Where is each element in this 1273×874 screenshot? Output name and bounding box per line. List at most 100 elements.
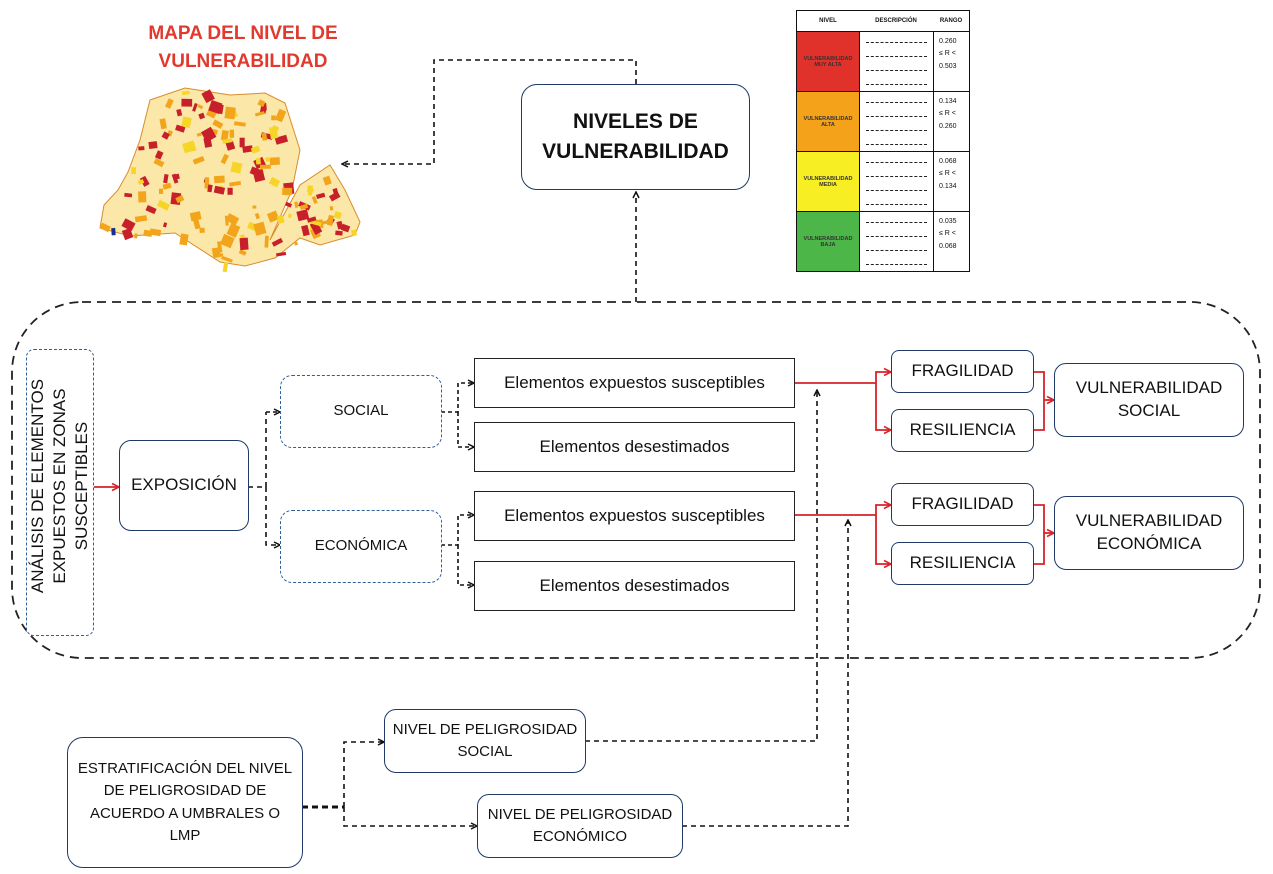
map-block: [162, 222, 168, 228]
analysis-label-line2: EXPUESTOS EN ZONAS: [49, 388, 69, 584]
map-block: [260, 164, 271, 169]
map-block: [227, 187, 233, 195]
connector-niveles-to-map: [342, 59, 637, 164]
map-block: [333, 211, 343, 220]
map-block: [239, 137, 245, 148]
analysis-container: [11, 301, 1261, 659]
range-upper: 0.503: [939, 62, 957, 70]
legend-row-baja-level: VULNERABILIDAD BAJA: [797, 211, 859, 271]
vulnerability-legend-table: NIVEL DESCRIPCIÓN RANGO VULNERABILIDAD M…: [796, 10, 970, 272]
social-fragilidad-box: FRAGILIDAD: [891, 350, 1034, 393]
niveles-line2: VULNERABILIDAD: [542, 140, 729, 163]
range-upper: 0.260: [939, 122, 957, 130]
map-block: [282, 187, 293, 196]
connector-econ-to-fragilidad: [794, 505, 891, 516]
map-block: [207, 184, 213, 193]
map-block: [138, 191, 147, 203]
peligro-econ-line2: ECONÓMICO: [532, 828, 628, 845]
legend-header-range: RANGO: [939, 18, 963, 24]
map-block: [175, 194, 185, 204]
map-block: [309, 220, 323, 236]
map-block: [220, 153, 229, 165]
peligro-econ-line1: NIVEL DE PELIGROSIDAD: [487, 805, 673, 823]
map-block: [99, 222, 111, 233]
map-block: [261, 132, 268, 141]
range-operator: ≤ R <: [939, 110, 956, 118]
map-block: [224, 106, 236, 120]
estratificacion-line4: LMP: [169, 827, 201, 844]
legend-row-media-range: 0.068 ≤ R < 0.134: [933, 151, 969, 211]
vuln-econ-line2: ECONÓMICA: [1096, 534, 1202, 553]
peligrosidad-economico-box: NIVEL DE PELIGROSIDAD ECONÓMICO: [477, 794, 683, 858]
map-block: [266, 210, 280, 223]
map-block: [316, 192, 326, 199]
map-block: [219, 253, 224, 257]
estratificacion-line1: ESTRATIFICACIÓN DEL NIVEL: [77, 759, 293, 777]
map-block: [271, 237, 284, 247]
economica-label: ECONÓMICA: [314, 537, 408, 555]
economica-box: ECONÓMICA: [280, 510, 442, 583]
exposicion-box: EXPOSICIÓN: [119, 440, 249, 531]
map-title-line1: MAPA DEL NIVEL DE: [148, 23, 338, 44]
map-block: [233, 121, 246, 127]
analysis-label-box: [26, 349, 94, 636]
map-block: [225, 213, 240, 226]
map-block: [296, 209, 310, 222]
map-block: [204, 177, 210, 189]
map-block: [181, 90, 190, 96]
map-block: [196, 132, 202, 137]
map-block: [252, 205, 257, 209]
map-block: [181, 98, 193, 107]
social-elementos-susceptibles-box: Elementos expuestos susceptibles: [474, 358, 795, 408]
map-block: [254, 212, 260, 220]
map-block: [163, 174, 169, 184]
map-block: [124, 192, 133, 198]
range-lower: 0.035: [939, 218, 957, 225]
map-block: [213, 175, 225, 184]
map-block: [276, 214, 285, 224]
connector-exposicion-split: [248, 412, 267, 488]
social-resiliencia-box: RESILIENCIA: [891, 409, 1034, 452]
map-block: [154, 150, 164, 160]
map-block: [201, 89, 215, 104]
exposicion-label: EXPOSICIÓN: [131, 475, 237, 495]
map-block: [322, 175, 332, 186]
connector-to-vuln-social: [1034, 371, 1045, 431]
map-block: [148, 141, 158, 150]
legend-header-level: NIVEL: [819, 18, 837, 24]
map-block: [161, 131, 170, 140]
vuln-social-line1: VULNERABILIDAD: [1075, 378, 1223, 398]
econ-fragilidad-label: FRAGILIDAD: [911, 494, 1014, 514]
map-block: [164, 98, 174, 109]
social-elementos-susceptibles-label: Elementos expuestos susceptibles: [504, 373, 765, 392]
map-block: [192, 218, 201, 230]
legend-row-media-description: [859, 151, 933, 211]
map-block: [250, 145, 261, 154]
map-block: [179, 233, 189, 246]
map-block: [294, 201, 299, 208]
map-block: [139, 175, 150, 187]
map-block: [137, 179, 145, 185]
analysis-vertical-label: ANÁLISIS DE ELEMENTOS EXPUESTOS EN ZONAS…: [27, 356, 93, 616]
map-block: [197, 104, 204, 110]
map-block: [159, 118, 167, 130]
map-block: [134, 233, 138, 239]
map-block: [306, 216, 317, 223]
map-block: [311, 196, 318, 205]
map-block: [171, 173, 179, 184]
map-block: [229, 181, 242, 187]
map-block: [145, 205, 157, 215]
map-block: [158, 188, 164, 194]
social-fragilidad-label: FRAGILIDAD: [911, 361, 1014, 381]
map-block: [264, 235, 269, 248]
vulnerability-map: [99, 87, 361, 273]
connector-social-to-fragilidad: [794, 372, 891, 384]
map-block: [149, 228, 162, 237]
legend-row-media-level: VULNERABILIDAD MEDIA: [797, 151, 859, 211]
social-elementos-desestimados-label: Elementos desestimados: [539, 437, 730, 456]
legend-row-baja-range: 0.035 ≤ R < 0.068: [933, 211, 969, 271]
map-block: [230, 161, 243, 174]
map-block: [336, 220, 344, 230]
connector-social-split: [441, 383, 474, 413]
map-block: [255, 157, 261, 165]
